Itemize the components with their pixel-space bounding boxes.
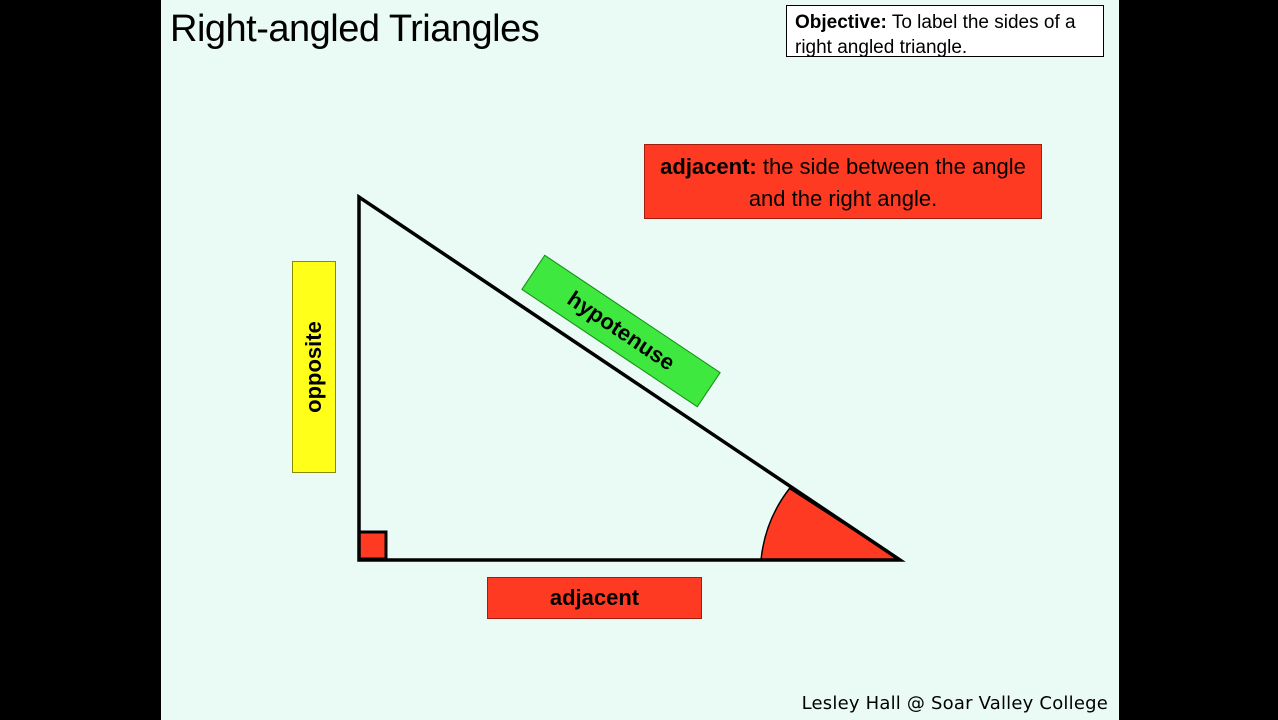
definition-term: adjacent: [660, 154, 757, 179]
triangle-diagram [357, 193, 906, 562]
opposite-label-text: opposite [301, 321, 327, 413]
right-angle-marker [357, 530, 388, 561]
objective-label: Objective: [795, 12, 887, 33]
objective-box: Objective: To label the sides of a right… [786, 5, 1104, 58]
slide: Right-angled Triangles Objective: To lab… [161, 0, 1119, 720]
right-triangle [357, 193, 906, 562]
angle-marker [760, 487, 903, 561]
objective-text: To label the sides of a right angled tri… [795, 12, 1076, 58]
author-credit: Lesley Hall @ Soar Valley College [801, 693, 1108, 714]
adjacent-definition-box: adjacent: the side between the angle and… [644, 144, 1042, 219]
slide-title: Right-angled Triangles [170, 8, 540, 50]
opposite-label: opposite [292, 261, 336, 473]
definition-text: the side between the angle and the right… [748, 154, 1026, 211]
adjacent-label: adjacent [487, 577, 702, 619]
adjacent-label-text: adjacent [549, 585, 640, 610]
